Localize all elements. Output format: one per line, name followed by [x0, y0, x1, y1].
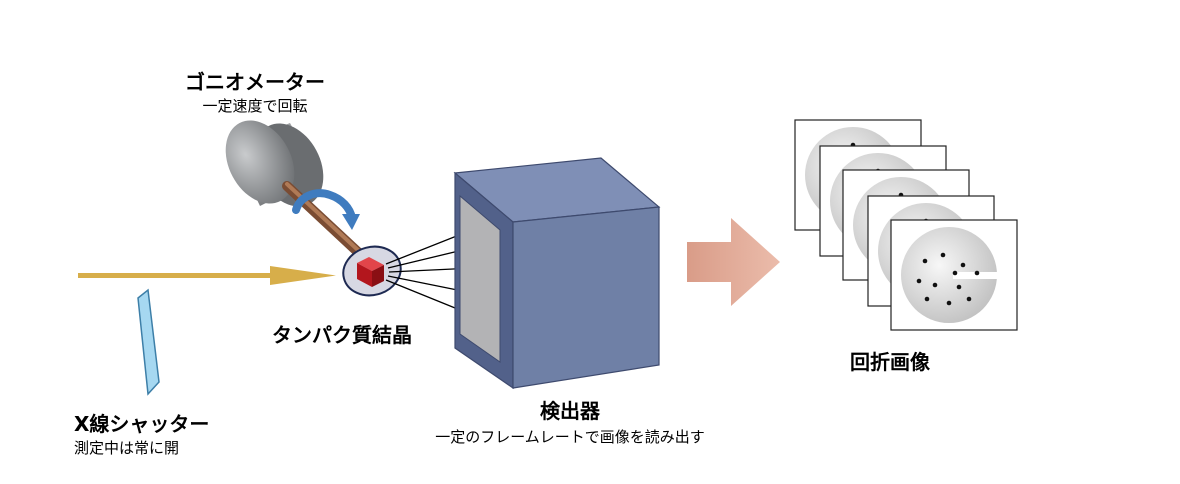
goniometer-title: ゴニオメーター [185, 70, 325, 94]
shutter-subtitle: 測定中は常に開 [74, 439, 180, 457]
goniometer-motor [225, 120, 324, 207]
detector-subtitle: 一定のフレームレートで画像を読み出す [435, 428, 705, 446]
detector-title: 検出器 [540, 399, 600, 423]
goniometer-subtitle: 一定速度で回転 [202, 97, 308, 115]
detector-panel [459, 194, 501, 363]
detector-box [453, 157, 661, 390]
protein-crystal [342, 245, 402, 297]
xray-shutter [137, 288, 160, 396]
diffraction-image-stack [794, 119, 1018, 331]
diffraction-frame [890, 219, 1018, 331]
xray-beam [78, 266, 336, 285]
crystal-label: タンパク質結晶 [272, 323, 412, 347]
flow-arrow-icon [687, 218, 780, 306]
rotation-arrow-icon [292, 189, 360, 230]
diffraction-image-label: 回折画像 [850, 350, 930, 374]
shutter-title: X線シャッター [74, 412, 210, 436]
